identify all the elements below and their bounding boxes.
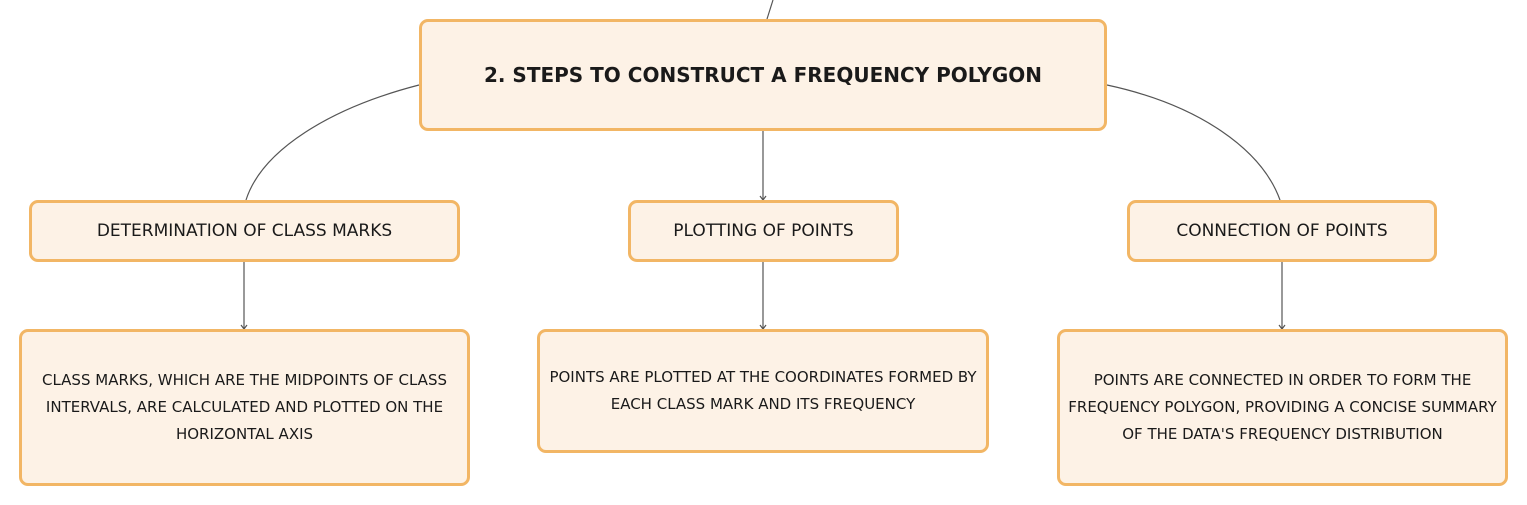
step-node-class-marks[interactable]: DETERMINATION OF CLASS MARKS — [29, 200, 460, 262]
step-node-connection-points[interactable]: CONNECTION OF POINTS — [1127, 200, 1437, 262]
step-label: PLOTTING OF POINTS — [673, 221, 854, 241]
description-node-class-marks[interactable]: CLASS MARKS, WHICH ARE THE MIDPOINTS OF … — [19, 329, 470, 486]
connector-parent-to-root — [766, 0, 774, 20]
description-text: POINTS ARE CONNECTED IN ORDER TO FORM TH… — [1068, 371, 1497, 443]
description-text: POINTS ARE PLOTTED AT THE COORDINATES FO… — [549, 368, 977, 413]
connector-root-to-step-3 — [1106, 84, 1281, 201]
root-topic-title: 2. STEPS TO CONSTRUCT A FREQUENCY POLYGO… — [483, 63, 1043, 87]
root-topic-node[interactable]: 2. STEPS TO CONSTRUCT A FREQUENCY POLYGO… — [419, 19, 1107, 131]
description-text: CLASS MARKS, WHICH ARE THE MIDPOINTS OF … — [42, 371, 447, 443]
description-node-plotting-points[interactable]: POINTS ARE PLOTTED AT THE COORDINATES FO… — [537, 329, 989, 453]
step-label: DETERMINATION OF CLASS MARKS — [96, 221, 393, 241]
description-node-connection-points[interactable]: POINTS ARE CONNECTED IN ORDER TO FORM TH… — [1057, 329, 1508, 486]
step-label: CONNECTION OF POINTS — [1176, 221, 1388, 241]
connector-root-to-step-1 — [245, 84, 420, 201]
step-node-plotting-points[interactable]: PLOTTING OF POINTS — [628, 200, 899, 262]
